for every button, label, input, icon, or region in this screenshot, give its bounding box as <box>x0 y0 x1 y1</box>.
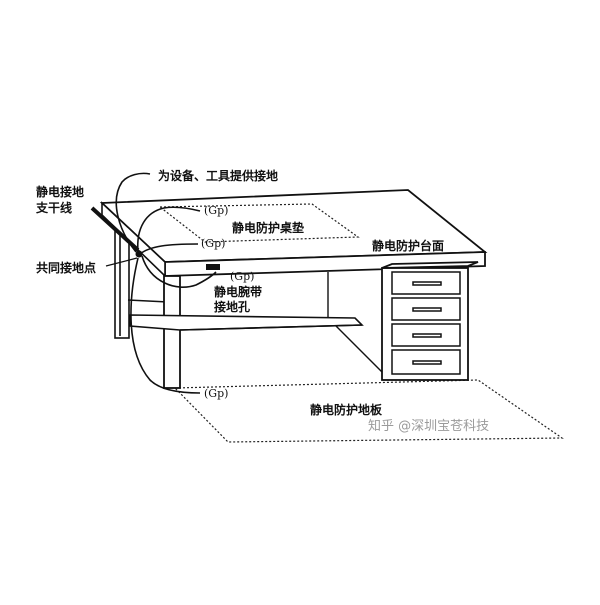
label-ground-trunk-1: 静电接地 <box>36 184 84 199</box>
common-point-leader <box>105 257 138 267</box>
label-wrist-strap-2: 接地孔 <box>214 299 250 314</box>
drawer-3 <box>391 323 461 347</box>
ground-trunk-line <box>90 206 140 252</box>
label-floor: 静电防护地板 <box>310 402 383 417</box>
wire-desk-surface <box>139 243 199 255</box>
wire-equipment <box>115 172 151 253</box>
wire-floor <box>130 257 201 394</box>
label-wrist-strap-1: 静电腕带 <box>214 284 262 299</box>
label-equipment-ground: 为设备、工具提供接地 <box>158 168 278 183</box>
back-rail <box>127 299 169 303</box>
label-desk-surface: 静电防护台面 <box>372 238 444 253</box>
desk-mat-outline <box>158 203 360 243</box>
front-left-leg <box>163 275 181 389</box>
esd-floor-outline <box>173 379 564 443</box>
label-ground-trunk-2: 支干线 <box>35 200 72 215</box>
wrist-strap-socket <box>206 264 220 270</box>
back-panel-diagonal <box>327 317 383 373</box>
watermark: 知乎 @深圳宝苍科技 <box>368 418 489 434</box>
foot-shelf-front <box>179 324 363 331</box>
drawer-1 <box>391 271 461 295</box>
gp-mark-desk-surface: (Gp) <box>201 237 225 250</box>
gp-mark-desk-mat: (Gp) <box>204 204 228 217</box>
gp-mark-floor: (Gp) <box>204 387 228 400</box>
common-ground-point <box>135 250 143 258</box>
label-common-point: 共同接地点 <box>36 260 96 275</box>
ground-wires <box>90 172 217 394</box>
wire-wrist-strap <box>141 255 217 288</box>
gp-mark-wrist-strap: (Gp) <box>230 270 254 283</box>
drawer-4 <box>391 349 461 375</box>
drawer-2 <box>391 297 461 321</box>
label-desk-mat: 静电防护桌垫 <box>232 220 304 235</box>
wire-desk-mat <box>137 206 201 253</box>
